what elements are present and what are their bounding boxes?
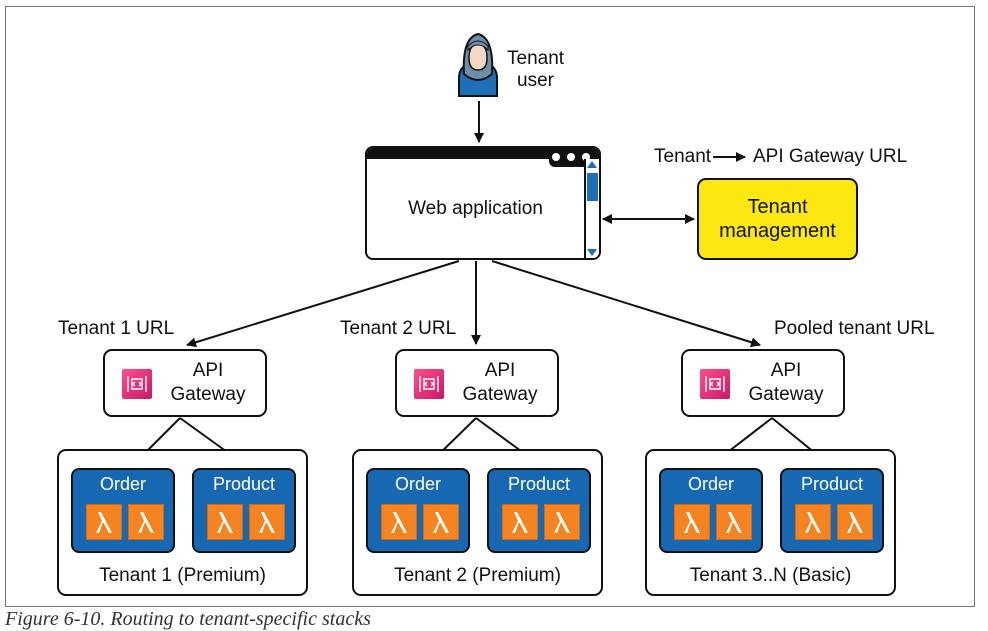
lambda-icon xyxy=(128,504,164,540)
lambda-icon xyxy=(837,504,873,540)
scroll-down-icon xyxy=(587,249,597,256)
tenant-management-box: Tenant management xyxy=(697,178,858,260)
tenant-name-label: Tenant 2 (Premium) xyxy=(394,565,561,586)
scroll-up-icon xyxy=(587,161,597,168)
web-application-window: Web application xyxy=(365,146,601,260)
scroll-thumb xyxy=(587,173,598,201)
arrow-webapp-gw1 xyxy=(186,260,460,348)
tenant-stack-1: Order Product Tenant 1 (Premium) xyxy=(57,449,308,596)
route-url-label-2: Tenant 2 URL xyxy=(340,318,457,339)
lambda-icon xyxy=(674,504,710,540)
scrollbar xyxy=(584,159,599,258)
user-icon xyxy=(455,28,501,98)
tenant-name-label: Tenant 3..N (Basic) xyxy=(689,565,852,586)
lambda-icon xyxy=(423,504,459,540)
gateway-line2: Gateway xyxy=(748,384,824,405)
lambda-icon xyxy=(502,504,538,540)
api-gateway-icon xyxy=(414,369,444,399)
figure-caption: Figure 6-10. Routing to tenant-specific … xyxy=(5,608,371,630)
api-gateway-icon xyxy=(122,369,152,399)
arrow-webapp-gw3 xyxy=(491,260,761,348)
product-service: Product xyxy=(487,468,591,553)
order-service: Order xyxy=(659,468,763,553)
tenant-name-label: Tenant 1 (Premium) xyxy=(99,565,266,586)
gateway-line1: API xyxy=(770,360,802,381)
mapping-from-label: Tenant xyxy=(654,146,712,167)
api-gateway-2: API Gateway xyxy=(395,349,559,417)
api-gateway-1: API Gateway xyxy=(103,349,267,417)
web-application-label: Web application xyxy=(408,198,543,219)
gateway-line2: Gateway xyxy=(170,384,246,405)
lambda-icon xyxy=(795,504,831,540)
product-service: Product xyxy=(192,468,296,553)
window-dots-icon xyxy=(549,148,593,167)
api-gateway-3: API Gateway xyxy=(681,349,845,417)
lambda-icon xyxy=(249,504,285,540)
api-gateway-icon xyxy=(700,369,730,399)
tenant-management-line2: management xyxy=(719,220,836,242)
order-service: Order xyxy=(71,468,175,553)
tenant-stack-2: Order Product Tenant 2 (Premium) xyxy=(352,449,603,596)
route-url-label-1: Tenant 1 URL xyxy=(58,318,175,339)
lambda-icon xyxy=(207,504,243,540)
order-service: Order xyxy=(366,468,470,553)
route-url-label-3: Pooled tenant URL xyxy=(774,318,935,339)
lambda-icon xyxy=(716,504,752,540)
lambda-icon xyxy=(381,504,417,540)
gateway-line2: Gateway xyxy=(462,384,538,405)
figure-frame xyxy=(5,6,975,607)
mapping-to-label: API Gateway URL xyxy=(753,146,908,167)
browser-window-icon xyxy=(367,148,599,159)
lambda-icon xyxy=(86,504,122,540)
tenant-user-label: Tenant user xyxy=(507,48,565,91)
tenant-stack-3: Order Product Tenant 3..N (Basic) xyxy=(645,449,896,596)
product-service: Product xyxy=(780,468,884,553)
gateway-line1: API xyxy=(192,360,224,381)
lambda-icon xyxy=(544,504,580,540)
gateway-line1: API xyxy=(484,360,516,381)
tenant-management-line1: Tenant xyxy=(747,196,808,218)
